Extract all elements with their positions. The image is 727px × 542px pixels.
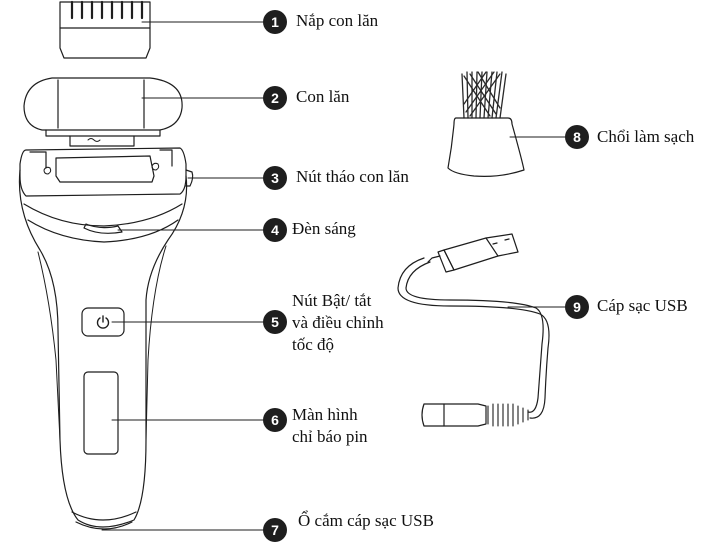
label-battery-line-2: chỉ báo pin [292, 427, 368, 446]
label-usb-cable: Cáp sạc USB [597, 296, 688, 315]
callout-number-5: 5 [263, 310, 287, 334]
callout-number-7: 7 [263, 518, 287, 542]
cleaning-brush-illustration [447, 71, 525, 177]
callout-number-1: 1 [263, 10, 287, 34]
label-power-line-3: tốc độ [292, 335, 335, 354]
roller-cap-illustration [59, 0, 151, 59]
label-usb-port: Ổ cắm cáp sạc USB [298, 511, 434, 530]
label-power-line-1: Nút Bật/ tắt [292, 291, 372, 310]
callout-number-3: 3 [263, 166, 287, 190]
label-light: Đèn sáng [292, 219, 356, 238]
roller-illustration [23, 77, 183, 147]
label-roller: Con lăn [296, 87, 350, 106]
callout-number-4: 4 [263, 218, 287, 242]
label-cleaning-brush: Chổi làm sạch [597, 127, 695, 146]
power-icon [96, 315, 110, 329]
label-roller-cap: Nắp con lăn [296, 11, 379, 30]
usb-cable-illustration [397, 233, 550, 427]
label-roller-release-button: Nút tháo con lăn [296, 167, 409, 186]
callout-number-9: 9 [565, 295, 589, 319]
device-body-illustration [18, 147, 194, 530]
callout-number-6: 6 [263, 408, 287, 432]
label-battery-line-1: Màn hình [292, 405, 358, 424]
callout-number-8: 8 [565, 125, 589, 149]
label-power-line-2: và điều chỉnh [292, 313, 384, 332]
leader-lines [101, 21, 566, 531]
callout-number-2: 2 [263, 86, 287, 110]
